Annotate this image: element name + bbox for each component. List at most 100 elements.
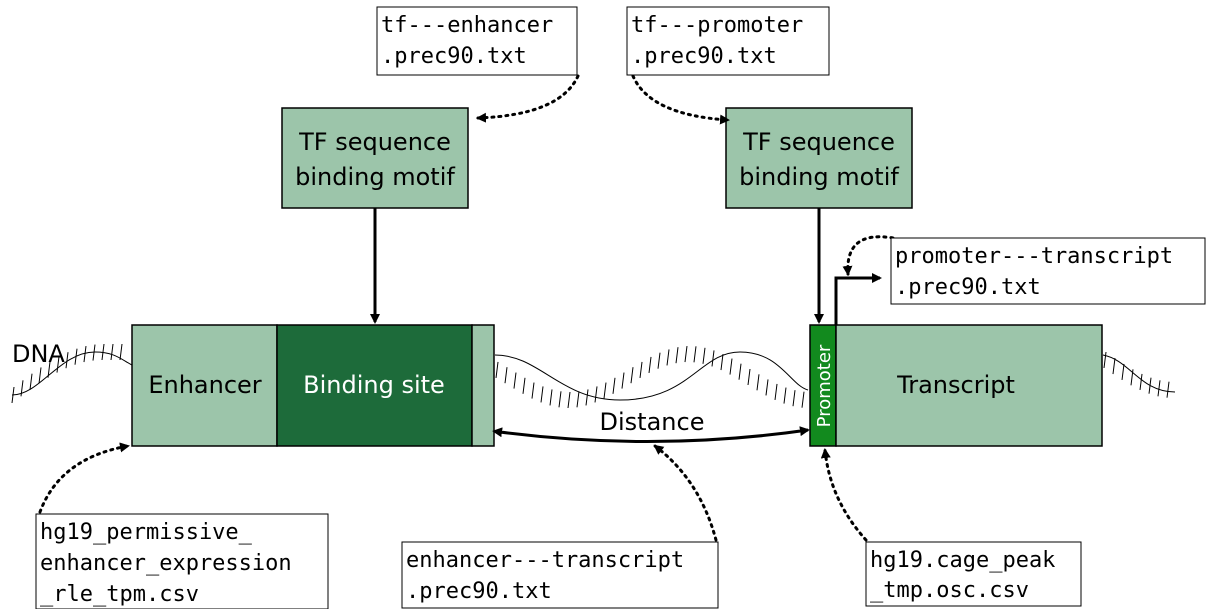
file-enhancer-expression-line1: hg19_permissive_ — [40, 520, 253, 545]
file-enhancer-transcript-line2: .prec90.txt — [406, 579, 552, 604]
dna-rung — [783, 387, 787, 404]
dna-rung — [675, 347, 679, 364]
dna-strand — [11, 351, 1176, 401]
file-enhancer-expression-line2: enhancer_expression — [40, 551, 292, 576]
dna-rung — [522, 377, 526, 394]
dna-rung — [657, 352, 661, 369]
distance-label: Distance — [600, 408, 705, 436]
dna-rung — [65, 352, 69, 369]
file-cage-peak-line1: hg19.cage_peak — [870, 548, 1055, 573]
dna-rung — [1166, 381, 1170, 398]
file-tf-enhancer-line2: .prec90.txt — [381, 44, 527, 69]
dna-rung — [567, 391, 571, 409]
dna-rung — [738, 363, 742, 380]
dna-rung — [612, 377, 616, 394]
tf-promoter-connector — [631, 74, 730, 125]
file-cage-peak-line2: _tmp.osc.csv — [870, 578, 1029, 603]
dna-rung — [1130, 369, 1134, 386]
file-enhancer-transcript-line1: enhancer---transcript — [406, 548, 684, 573]
transcript-label: Transcript — [896, 371, 1015, 399]
file-tf-promoter-line2: .prec90.txt — [631, 44, 777, 69]
dna-rung — [531, 382, 535, 399]
binding-site-box — [276, 324, 473, 447]
dna-rung — [513, 372, 517, 389]
dna-rung — [594, 386, 598, 403]
dna-rung — [702, 347, 706, 364]
cage-peak-connector — [820, 448, 868, 542]
file-box-cage-peak — [865, 541, 1082, 607]
file-box-tf-enhancer — [376, 6, 578, 76]
dna-rung — [774, 383, 778, 400]
binding-site-label: Binding site — [303, 371, 445, 399]
dna-rung — [1139, 373, 1143, 390]
file-box-enhancer-expression — [35, 513, 329, 609]
dna-rung — [711, 350, 715, 367]
dna-rung — [11, 386, 15, 404]
dna-rung — [603, 382, 607, 399]
dna-rung — [549, 389, 553, 406]
dna-rung — [1157, 380, 1161, 397]
dna-rung — [92, 344, 96, 361]
tf-motif-left-line1: TF sequence — [298, 128, 451, 156]
dna-rung — [729, 358, 733, 375]
dna-rung — [29, 373, 33, 390]
dna-rung — [684, 346, 688, 363]
dna-rung — [585, 389, 589, 406]
dna-rung — [792, 390, 796, 407]
dna-rung — [558, 391, 562, 408]
dna-rung — [666, 349, 670, 366]
dna-rung — [20, 380, 24, 397]
dna-rung — [765, 379, 769, 396]
dna-rung — [540, 386, 544, 403]
dna-rung — [576, 391, 580, 408]
dna-rung — [693, 346, 697, 363]
tf-motif-box-left — [281, 107, 469, 209]
dna-rung — [801, 391, 805, 408]
file-enhancer-expression-line3: _rle_tpm.csv — [40, 582, 199, 607]
dna-rung — [47, 361, 51, 378]
enhancer-label: Enhancer — [148, 371, 261, 399]
tf-motif-box-right — [725, 107, 913, 209]
promoter-transcript-connector — [842, 235, 895, 276]
transcription-start-arrow — [834, 273, 882, 325]
file-box-tf-promoter — [626, 6, 830, 76]
file-tf-promoter-line1: tf---promoter — [631, 13, 803, 38]
dna-rung — [1103, 351, 1107, 369]
enhancer-tail-box — [471, 324, 495, 447]
dna-rung — [74, 348, 78, 365]
dna-rung — [720, 354, 724, 371]
file-box-enhancer-transcript — [401, 541, 719, 609]
enhancer-transcript-connector — [653, 444, 718, 542]
tf-motif-right-line1: TF sequence — [742, 128, 895, 156]
enhancer-expression-connector — [38, 442, 130, 514]
dna-rung — [504, 367, 508, 384]
dna-label: DNA — [12, 340, 65, 368]
file-box-promoter-transcript — [890, 237, 1206, 305]
tf-motif-right-line2: binding motif — [739, 163, 899, 191]
tf-motif-left-line2: binding motif — [295, 163, 455, 191]
dna-rung — [747, 368, 751, 386]
enhancer-box — [131, 324, 278, 447]
dna-rung — [756, 374, 760, 391]
dna-rung — [621, 372, 625, 389]
dna-rung — [101, 343, 105, 361]
dna-ticks — [11, 343, 1170, 409]
dna-rung — [38, 367, 42, 384]
dna-rung — [648, 356, 652, 374]
dna-rung — [83, 346, 87, 363]
transcript-box — [835, 324, 1103, 447]
dna-rung — [495, 361, 499, 378]
dna-rung — [119, 343, 123, 361]
dna-rung — [56, 356, 60, 373]
dna-rung — [1121, 363, 1125, 381]
file-tf-enhancer-line1: tf---enhancer — [381, 13, 553, 38]
dna-rung — [630, 367, 634, 384]
dna-rung — [110, 343, 114, 361]
tf-enhancer-connector — [476, 74, 580, 123]
promoter-label: Promoter — [814, 344, 835, 427]
dna-rung — [639, 361, 643, 378]
dna-rung — [1148, 377, 1152, 394]
dna-rung — [1112, 358, 1116, 375]
